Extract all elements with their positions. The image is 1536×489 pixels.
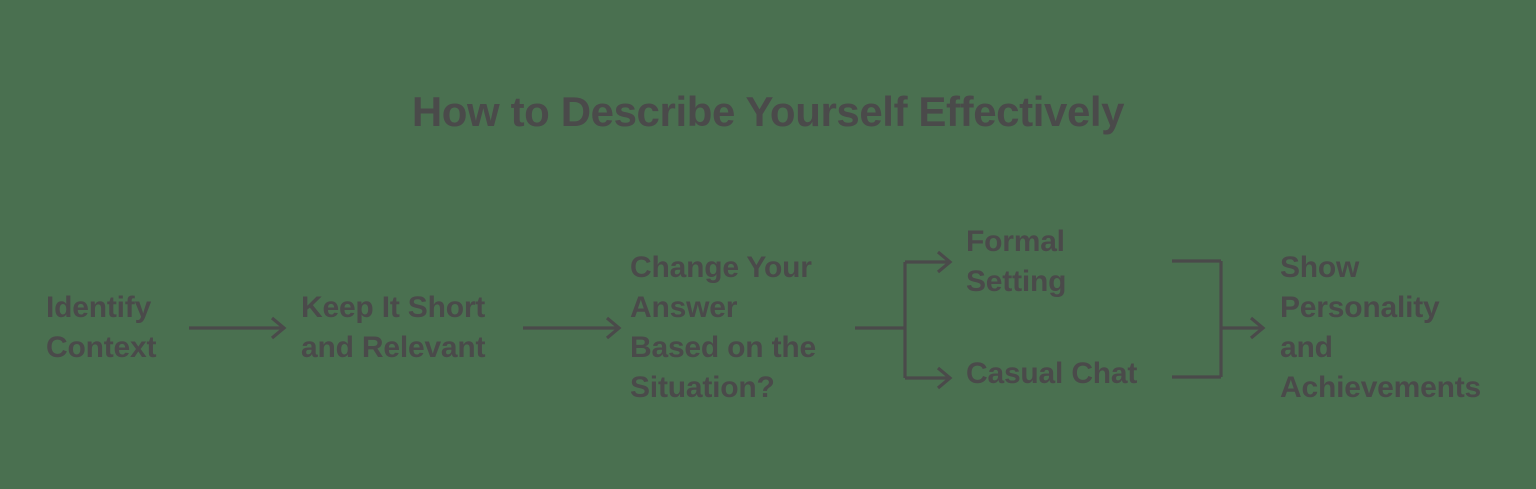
page-title: How to Describe Yourself Effectively	[411, 88, 1125, 135]
node-casual-chat: Casual Chat	[966, 357, 1138, 390]
node-show-personality-and-achievements: Show Personality and Achievements	[1280, 251, 1482, 404]
node-keep-it-short-and-relevant: Keep It Short and Relevant	[301, 291, 486, 364]
connector-arrow-final	[1221, 316, 1266, 340]
connector-branch-casual	[905, 366, 953, 390]
connector-arrow-2	[523, 316, 622, 340]
node-identify-context: Identify Context	[46, 291, 157, 364]
connector-arrow-1	[189, 316, 287, 340]
connector-branch-formal	[905, 250, 953, 274]
node-change-your-answer-based-on-the-situation: Change Your Answer Based on the Situatio…	[630, 251, 816, 404]
node-formal-setting: Formal Setting	[966, 225, 1067, 298]
